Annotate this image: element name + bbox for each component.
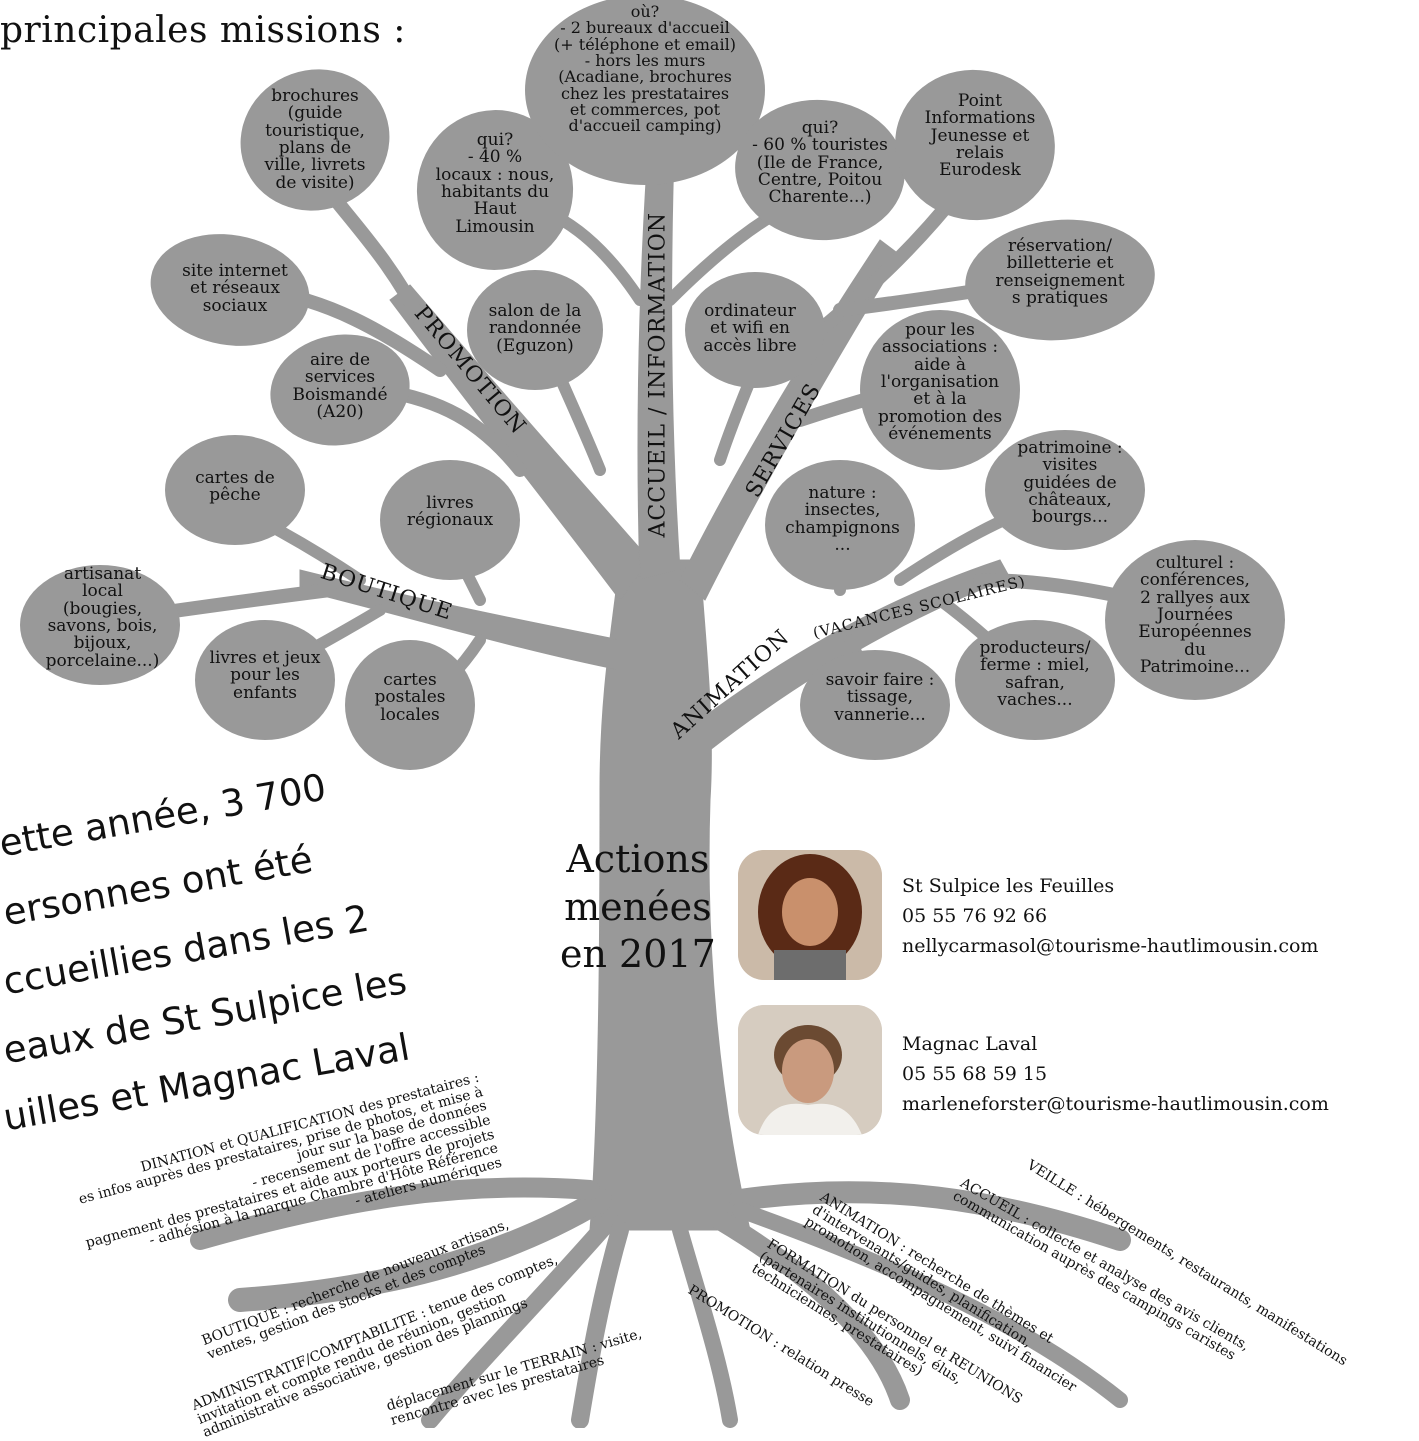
center-title-line2: menées: [564, 884, 712, 929]
center-title: Actions menées en 2017: [560, 836, 716, 979]
leaf-salon: salon de la randonnée (Eguzon): [488, 301, 582, 356]
leaf-shape: [735, 99, 905, 241]
leaf-shape: [270, 334, 410, 446]
contact-phone: 05 55 76 92 66: [902, 905, 1048, 927]
contact-magnac-laval: Magnac Laval 05 55 68 59 15 marleneforst…: [902, 1029, 1329, 1119]
leaf-shape: [380, 460, 520, 580]
leaf-aire: aire de services Boismandé (A20): [292, 350, 388, 422]
leaf-brochures: brochures (guide touristique, plans de v…: [264, 86, 366, 193]
leaf-qui-locaux: qui? - 40 % locaux : nous, habitants du …: [435, 130, 555, 237]
leaf-shape: [416, 110, 574, 270]
branch-promotion: [389, 284, 651, 601]
leaf-culturel: culturel : conférences, 2 rallyes aux Jo…: [1138, 553, 1252, 677]
leaf-associations: pour les associations : aide à l'organis…: [877, 320, 1003, 444]
leaf-shape: [150, 234, 310, 346]
avatar-nelly: [738, 850, 882, 980]
branch-label-accueil: ACCUEIL / INFORMATION: [645, 211, 671, 538]
contact-email: marleneforster@tourisme-hautlimousin.com: [902, 1093, 1329, 1115]
avatar-marlene: [738, 1005, 882, 1135]
leaf-shape: [685, 272, 825, 388]
contact-st-sulpice: St Sulpice les Feuilles 05 55 76 92 66 n…: [902, 871, 1318, 961]
leaf-shape: [800, 650, 950, 760]
leaf-nature: nature : insectes, champignons ...: [785, 483, 900, 555]
leaf-reservation: réservation/ billetterie et renseignemen…: [995, 236, 1125, 308]
leaf-savoir-faire: savoir faire : tissage, vannerie...: [825, 670, 935, 725]
leaf-shape: [955, 620, 1115, 740]
leaf-shape: [985, 430, 1145, 550]
leaf-shape: [195, 620, 335, 740]
leaf-shape: [860, 310, 1020, 470]
contact-place: Magnac Laval: [902, 1033, 1038, 1055]
contact-email: nellycarmasol@tourisme-hautlimousin.com: [902, 935, 1319, 957]
leaf-cartes-peche: cartes de pêche: [195, 468, 275, 506]
leaf-shape: [240, 69, 390, 211]
leaf-shape: [525, 0, 765, 185]
leaf-livres-regionaux: livres régionaux: [406, 493, 494, 531]
center-title-line3: en 2017: [560, 932, 716, 976]
leaf-shape: [965, 219, 1155, 341]
center-title-line1: Actions: [566, 837, 710, 881]
leaf-producteurs: producteurs/ ferme : miel, safran, vache…: [979, 638, 1091, 710]
page-title: principales missions :: [0, 10, 406, 51]
leaf-patrimoine: patrimoine : visites guidées de châteaux…: [1017, 438, 1123, 528]
leaf-shape: [765, 460, 915, 590]
leaf-ordinateur: ordinateur et wifi en accès libre: [703, 301, 797, 356]
contact-phone: 05 55 68 59 15: [902, 1063, 1048, 1085]
contact-place: St Sulpice les Feuilles: [902, 875, 1115, 897]
leaf-shape: [165, 435, 305, 545]
leaf-ou: où? - 2 bureaux d'accueil (+ téléphone e…: [554, 2, 736, 136]
leaf-shape: [467, 270, 603, 390]
leaf-shape: [895, 69, 1055, 221]
leaf-pij: Point Informations Jeunesse et relais Eu…: [924, 91, 1036, 181]
leaf-shape: [345, 640, 475, 770]
leaf-livres-jeux: livres et jeux pour les enfants: [209, 648, 321, 703]
leaf-cartes-postales: cartes postales locales: [374, 670, 446, 725]
leaf-shape: [1105, 540, 1285, 700]
leaf-artisanat: artisanat local (bougies, savons, bois, …: [45, 564, 160, 671]
leaf-qui-touristes: qui? - 60 % touristes (Ile de France, Ce…: [752, 118, 888, 208]
leaf-site: site internet et réseaux sociaux: [182, 261, 288, 316]
leaf-shape: [20, 565, 180, 685]
